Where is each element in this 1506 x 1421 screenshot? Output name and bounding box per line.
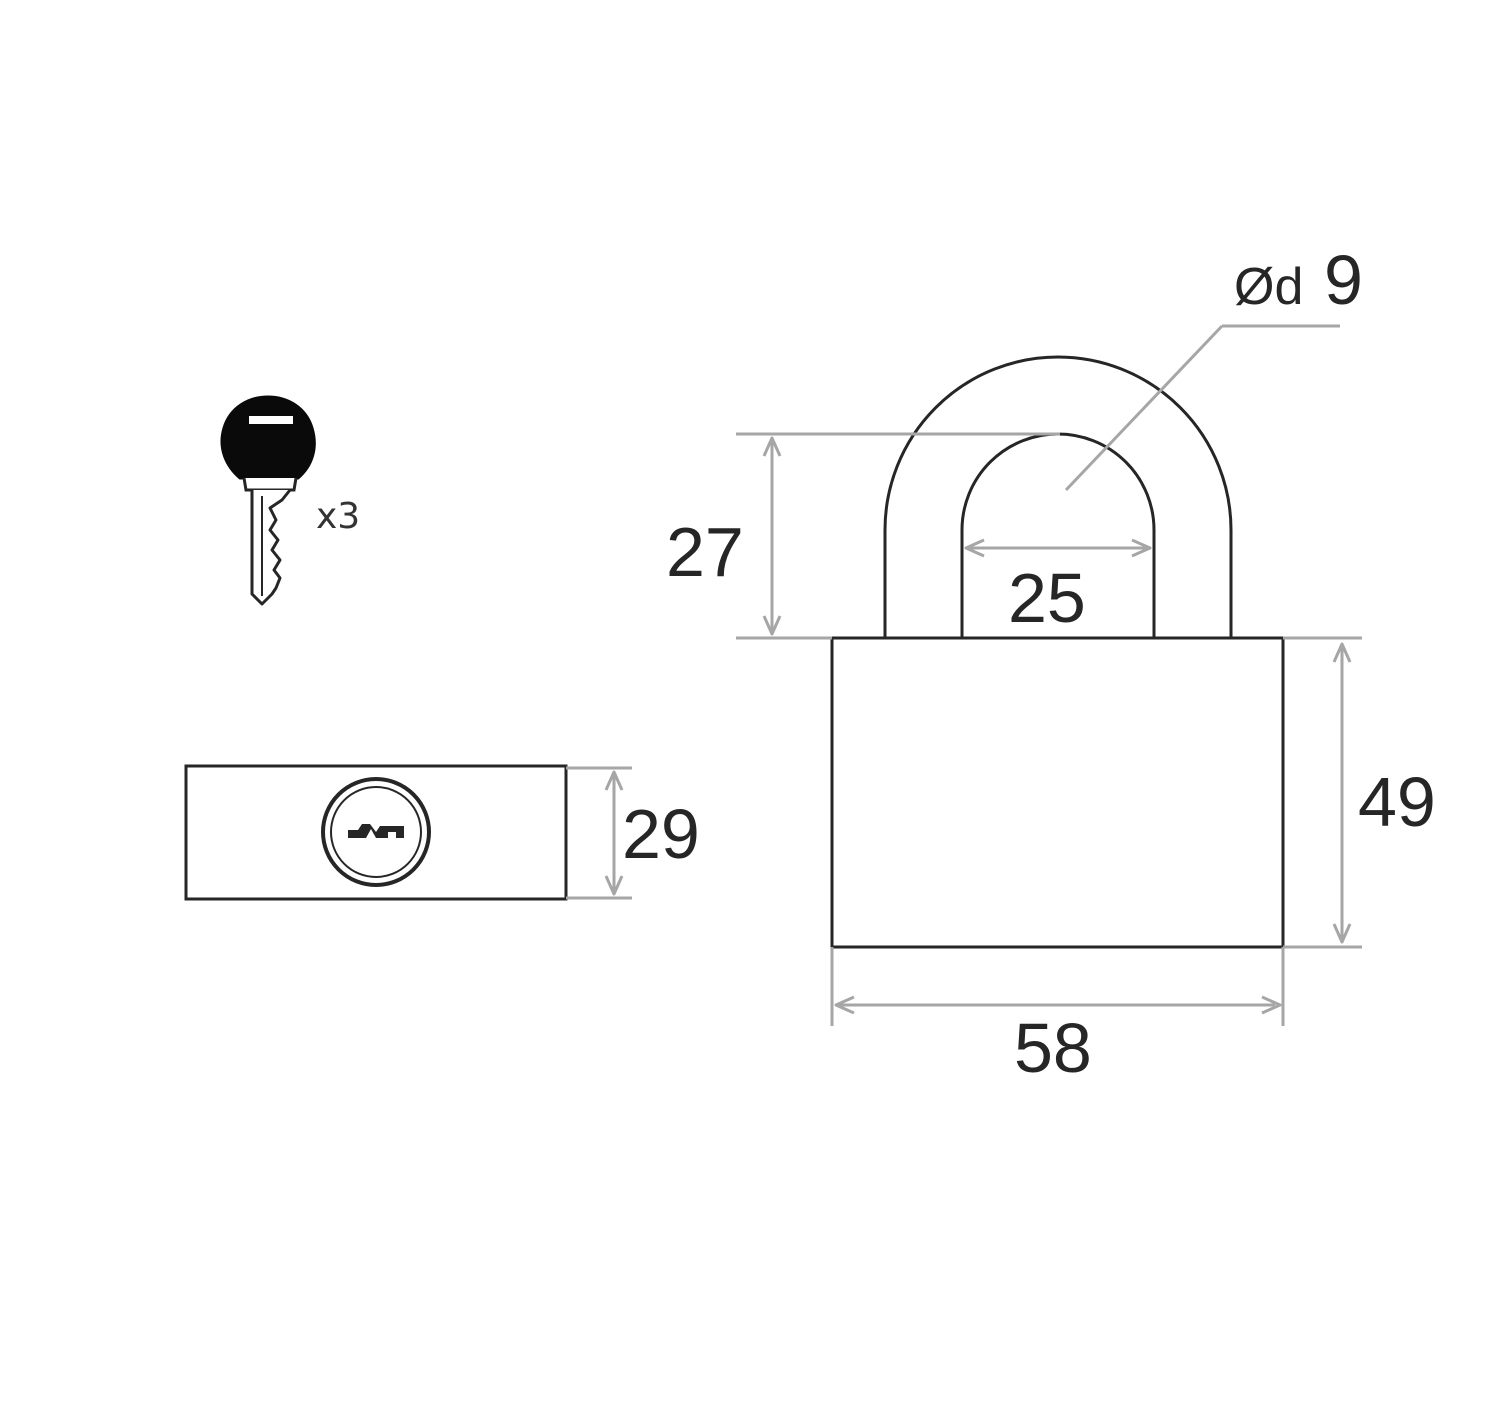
shackle-width-label: 25 xyxy=(1008,559,1086,637)
dimension-body-height xyxy=(1283,636,1362,949)
keyway-icon xyxy=(348,824,404,838)
side-height-label: 29 xyxy=(622,795,700,873)
key-collar xyxy=(242,477,298,492)
body-height-label: 49 xyxy=(1358,763,1436,841)
shackle-diameter-value: 9 xyxy=(1324,241,1363,319)
key-quantity-label: x3 xyxy=(316,496,360,537)
key-icon xyxy=(220,395,316,606)
dimension-body-width xyxy=(830,947,1285,1026)
key-blade xyxy=(250,489,292,606)
shackle-height-label: 27 xyxy=(666,513,744,591)
dimension-shackle-height xyxy=(736,432,1060,640)
dimension-side-height xyxy=(566,766,632,900)
dimension-shackle-width xyxy=(964,538,1152,558)
key-head xyxy=(220,395,316,480)
body-width-label: 58 xyxy=(1014,1009,1092,1087)
padlock-front-view xyxy=(830,355,1285,949)
padlock-side-view xyxy=(184,764,632,901)
dimension-shackle-diameter-leader xyxy=(1064,324,1340,492)
lock-body xyxy=(830,636,1285,949)
shackle-diameter-symbol: Ød xyxy=(1234,258,1303,316)
key-head-slot xyxy=(249,416,293,424)
shackle xyxy=(883,355,1233,640)
